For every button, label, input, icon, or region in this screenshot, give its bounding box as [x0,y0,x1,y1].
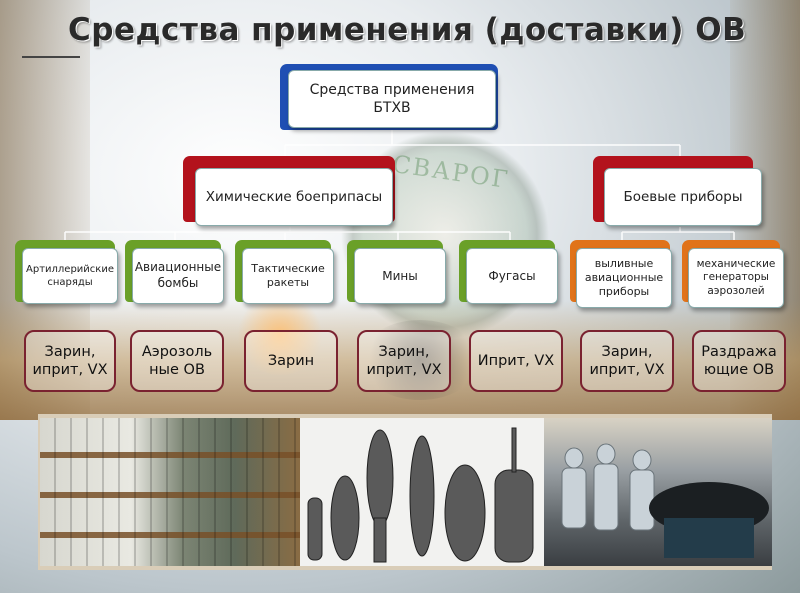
agent-label: Зарин, иприт, VX [366,343,442,378]
aerosol-generators-node: механические генераторы аэрозолей [688,248,784,308]
landmines-node: Фугасы [466,248,558,304]
combat-devices-label: Боевые приборы [623,189,743,205]
agent-box-landmines: Иприт, VX [469,330,563,392]
aerosol-generators-label: механические генераторы аэрозолей [696,258,776,297]
tactical-rockets-label: Тактические ракеты [251,261,325,289]
slide-title: Средства применения (доставки) ОВ [68,12,747,48]
agent-label: Иприт, VX [477,352,555,369]
artillery-shells-node: Артиллерийские снаряды [22,248,118,304]
agent-box-aerosol-generators: Раздража ющие ОВ [692,330,786,392]
agent-box-aviation-bombs: Аэрозоль ные ОВ [130,330,224,392]
landmines-label: Фугасы [488,269,536,283]
root-node: Средства применения БТХВ [288,70,496,128]
agent-box-tactical-rockets: Зарин [244,330,338,392]
chemical-weapons-bw-photo [300,418,544,566]
tactical-rockets-node: Тактические ракеты [242,248,334,304]
artillery-shells-label: Артиллерийские снаряды [26,264,114,288]
agent-label: Зарин, иприт, VX [32,343,108,378]
agent-label: Зарин [267,352,315,369]
chem-munitions-node: Химические боеприпасы [195,168,393,226]
agent-box-artillery: Зарин, иприт, VX [24,330,116,392]
facility-scene [561,443,769,558]
aviation-bombs-label: Авиационные бомбы [134,260,222,290]
mines-label: Мины [382,269,418,283]
spray-devices-node: выливные авиационные приборы [576,248,672,308]
mines-node: Мины [354,248,446,304]
agent-label: Раздража ющие ОВ [701,343,777,378]
agent-box-mines: Зарин, иприт, VX [357,330,451,392]
title-underline [22,56,80,58]
chem-munitions-label: Химические боеприпасы [205,189,383,205]
agent-label: Зарин, иприт, VX [589,343,665,378]
munitions-stockpile-photo [40,418,300,566]
agent-label: Аэрозоль ные ОВ [141,343,213,378]
munition-silhouettes [307,427,534,563]
background-smoke [360,320,480,400]
root-node-label: Средства применения БТХВ [309,81,475,116]
agent-box-spray-devices: Зарин, иприт, VX [580,330,674,392]
spray-devices-label: выливные авиационные приборы [584,256,664,299]
aviation-bombs-node: Авиационные бомбы [132,248,224,304]
destruction-facility-photo [544,418,772,566]
combat-devices-node: Боевые приборы [604,168,762,226]
